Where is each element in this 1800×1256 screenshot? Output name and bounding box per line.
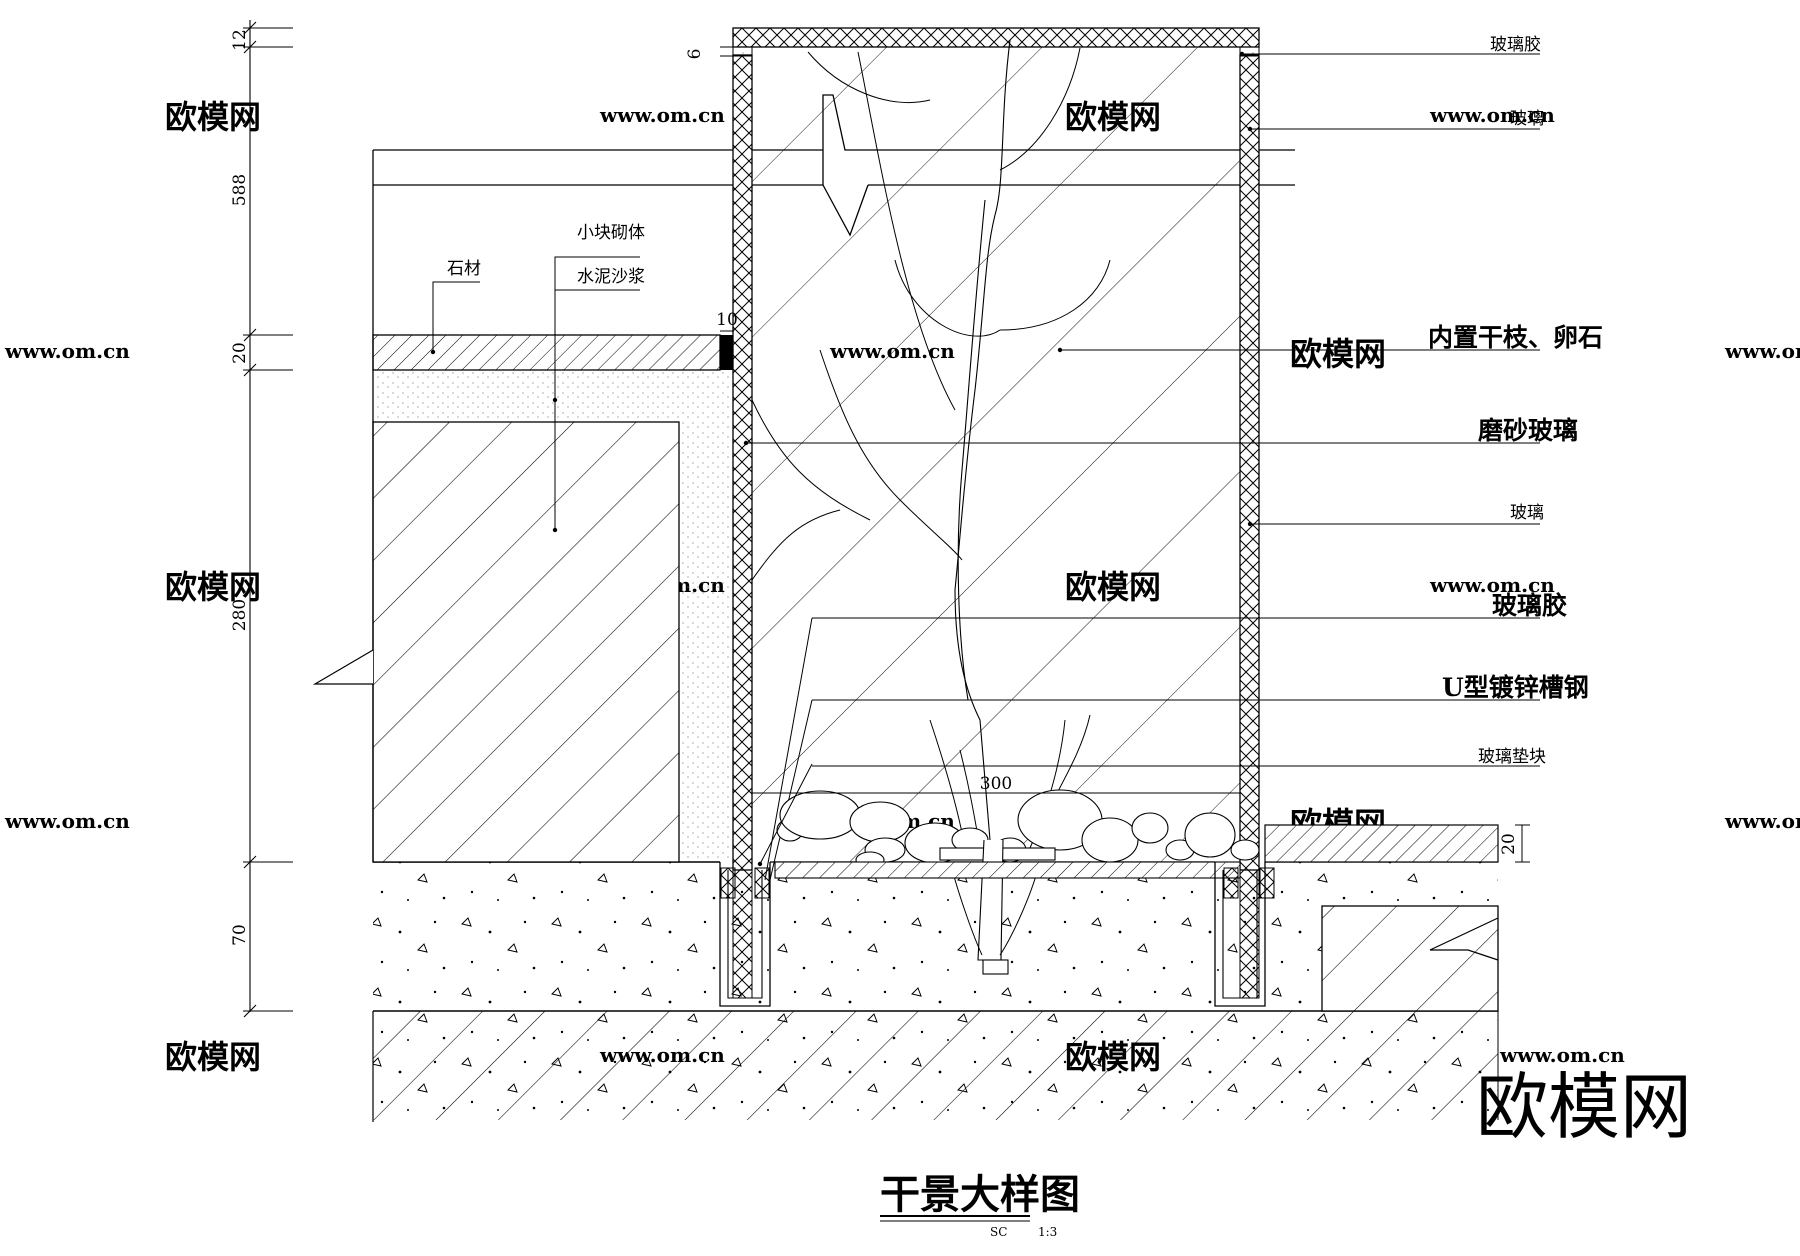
label-stone: 石材 — [447, 259, 481, 279]
label-u-channel: U型镀锌槽钢 — [1442, 673, 1589, 702]
dim-588: 588 — [230, 174, 250, 206]
brand-watermark: 欧模网 — [1476, 1065, 1692, 1149]
leader-dots — [430, 51, 1253, 867]
watermark-url: www.om.cn — [1429, 103, 1555, 127]
dimension-small — [720, 46, 1530, 863]
watermark-brand: 欧模网 — [165, 98, 261, 136]
scale-prefix: SC — [990, 1225, 1007, 1239]
watermark-url: www.om.cn — [4, 809, 130, 833]
label-branch-pebble: 内置干枝、卵石 — [1428, 323, 1603, 352]
dim-20-left: 20 — [230, 342, 250, 364]
scale-ratio: 1:3 — [1038, 1225, 1057, 1239]
dim-6: 6 — [685, 49, 705, 60]
watermark-brand: 欧模网 — [165, 1038, 261, 1076]
dim-12: 12 — [230, 29, 250, 51]
watermark-url: www.om.cn — [1499, 1043, 1625, 1067]
drawing-title: 干景大样图 — [880, 1171, 1080, 1218]
watermark-brand: 欧模网 — [1290, 335, 1386, 373]
dim-20-right: 20 — [1499, 833, 1519, 855]
pebbles — [776, 789, 1260, 869]
label-glass-top: 玻璃 — [1510, 109, 1544, 129]
dimension-chain-left — [243, 20, 293, 1018]
annotation-labels: 玻璃胶 玻璃 内置干枝、卵石 磨砂玻璃 玻璃 玻璃胶 U型镀锌槽钢 玻璃垫块 小… — [447, 35, 1603, 767]
label-glass-pad: 玻璃垫块 — [1478, 747, 1546, 767]
leader-lines — [432, 53, 1540, 865]
label-frosted-glass: 磨砂玻璃 — [1478, 416, 1578, 445]
dim-70: 70 — [230, 924, 250, 946]
label-glass-mid: 玻璃 — [1510, 503, 1544, 523]
glass-box — [719, 27, 1499, 1007]
watermark-url: www.om.cn — [599, 103, 725, 127]
watermark-url: www.om.cn — [1724, 809, 1800, 833]
concrete-slab — [373, 861, 1499, 1012]
watermark-url: www.om.cn — [1429, 573, 1555, 597]
label-cement-mortar: 水泥沙浆 — [577, 267, 645, 287]
watermark-url: www.om.cn — [1724, 339, 1800, 363]
watermark-url: www.om.cn — [4, 339, 130, 363]
label-small-masonry: 小块砌体 — [577, 223, 645, 243]
dim-10: 10 — [716, 310, 738, 330]
left-wall — [312, 94, 1295, 863]
drawing-title-block: 干景大样图 SC 1:3 — [880, 1171, 1080, 1239]
dim-280: 280 — [230, 599, 250, 631]
earth-base — [372, 1010, 1499, 1122]
dim-300: 300 — [980, 774, 1012, 794]
label-glass-glue: 玻璃胶 — [1492, 591, 1567, 620]
dimension-text-left: 12 588 20 280 70 — [230, 29, 250, 946]
watermark-brand: 欧模网 — [165, 568, 261, 606]
label-glass-glue-top: 玻璃胶 — [1490, 35, 1541, 55]
